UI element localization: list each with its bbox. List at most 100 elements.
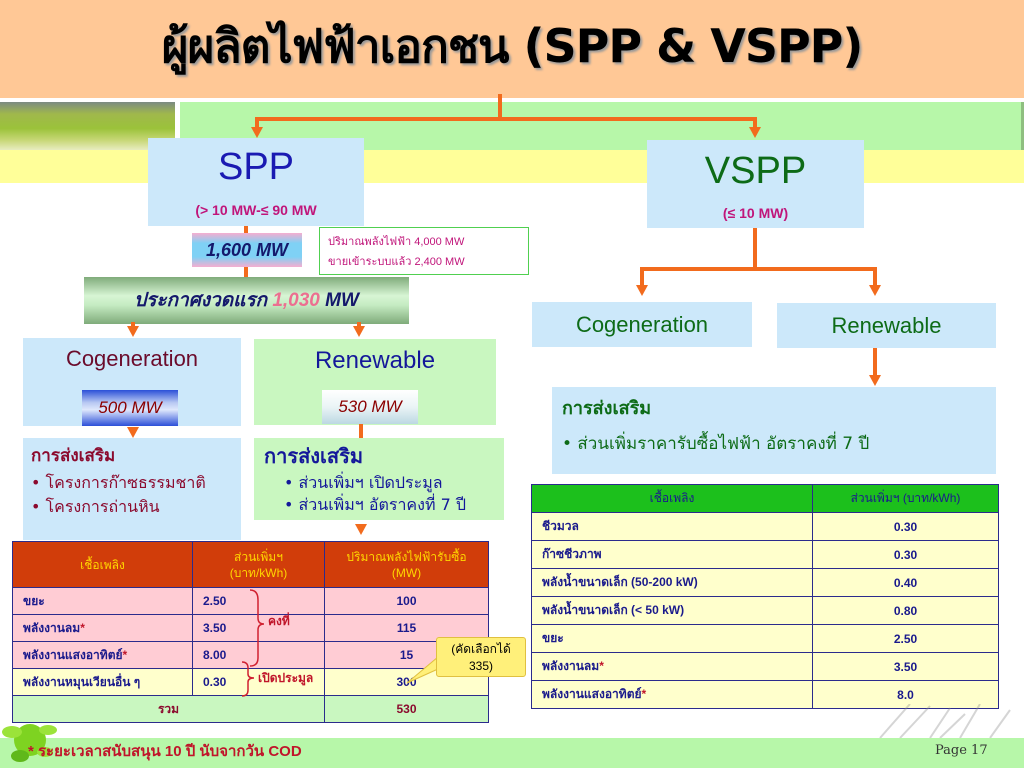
connector-line bbox=[357, 322, 361, 328]
connector-line bbox=[640, 267, 644, 287]
fuel-cell: พลังน้ำขนาดเล็ก (50-200 kW) bbox=[531, 568, 813, 597]
spp-capacity-badge: 1,600 MW bbox=[192, 233, 302, 267]
spp-info-box: ปริมาณพลังไฟฟ้า 4,000 MW ขายเข้าระบบแล้ว… bbox=[319, 227, 529, 275]
column-header: เชื้อเพลิง bbox=[531, 484, 813, 513]
brace-fixed-label: คงที่ bbox=[268, 614, 290, 628]
connector-line bbox=[873, 348, 877, 376]
spp-box: SPP (> 10 MW-≤ 90 MW bbox=[148, 138, 364, 226]
promotion-item: • ส่วนเพิ่มฯ อัตราคงที่ 7 ปี bbox=[284, 495, 466, 514]
table-row: ชีวมวล 0.30 bbox=[531, 512, 999, 541]
mw-cell: 115 bbox=[324, 614, 489, 642]
total-value: 530 bbox=[324, 695, 489, 723]
cogeneration-capacity-badge: 500 MW bbox=[82, 390, 178, 426]
promotion-heading: การส่งเสริม bbox=[264, 444, 364, 468]
adder-cell: 2.50 bbox=[812, 624, 999, 653]
spp-range: (> 10 MW-≤ 90 MW bbox=[195, 202, 317, 218]
table-total-row: รวม 530 bbox=[12, 695, 489, 723]
page-title: ผู้ผลิตไฟฟ้าเอกชน (SPP & VSPP) bbox=[161, 19, 864, 73]
adder-cell: 0.30 bbox=[812, 540, 999, 569]
brace-icon bbox=[241, 661, 255, 697]
callout-note: (คัดเลือกได้ 335) bbox=[436, 637, 526, 677]
fuel-cell: พลังงานลม* bbox=[12, 614, 193, 642]
arrow-down-icon bbox=[127, 427, 139, 438]
table-header-row: เชื้อเพลิง ส่วนเพิ่มฯ (บาท/kWh) bbox=[531, 484, 999, 513]
info-line: ปริมาณพลังไฟฟ้า 4,000 MW bbox=[328, 236, 465, 248]
table-row: ก๊าซชีวภาพ 0.30 bbox=[531, 540, 999, 569]
arrow-down-icon bbox=[251, 127, 263, 138]
arrow-down-icon bbox=[869, 285, 881, 296]
connector-line bbox=[640, 267, 877, 271]
promotion-item: • โครงการถ่านหิน bbox=[31, 497, 160, 516]
title-band bbox=[0, 0, 1024, 100]
vspp-title: VSPP bbox=[704, 150, 807, 192]
footer-band bbox=[0, 738, 1024, 768]
fuel-cell: พลังงานแสงอาทิตย์* bbox=[12, 641, 193, 669]
spp-title: SPP bbox=[217, 146, 295, 188]
arrow-down-icon bbox=[353, 326, 365, 337]
table-row: พลังน้ำขนาดเล็ก (50-200 kW) 0.40 bbox=[531, 568, 999, 597]
brace-icon bbox=[249, 589, 265, 667]
vspp-promotion-box: การส่งเสริม • ส่วนเพิ่มราคารับซื้อไฟฟ้า … bbox=[552, 387, 996, 474]
column-header: ส่วนเพิ่มฯ(บาท/kWh) bbox=[192, 541, 325, 588]
column-header: เชื้อเพลิง bbox=[12, 541, 193, 588]
connector-line bbox=[753, 228, 757, 270]
renewable-promotion-box: การส่งเสริม • ส่วนเพิ่มฯ เปิดประมูล • ส่… bbox=[254, 438, 504, 520]
vspp-box: VSPP (≤ 10 MW) bbox=[647, 140, 864, 228]
fuel-cell: พลังน้ำขนาดเล็ก (< 50 kW) bbox=[531, 596, 813, 625]
arrow-down-icon bbox=[355, 524, 367, 535]
connector-line bbox=[359, 424, 363, 440]
fuel-cell: ก๊าซชีวภาพ bbox=[531, 540, 813, 569]
fuel-cell: พลังงานหมุนเวียนอื่น ๆ bbox=[12, 668, 193, 696]
promotion-item: • ส่วนเพิ่มฯ เปิดประมูล bbox=[284, 473, 443, 492]
spp-renewable-title: Renewable bbox=[314, 347, 436, 374]
adder-cell: 3.50 bbox=[812, 652, 999, 681]
table-row: พลังงานลม* 3.50 bbox=[531, 652, 999, 681]
brace-open-label: เปิดประมูล bbox=[258, 671, 314, 685]
column-header: ปริมาณพลังไฟฟ้ารับซื้อ(MW) bbox=[324, 541, 489, 588]
connector-line bbox=[131, 322, 135, 328]
adder-cell: 0.30 bbox=[192, 668, 325, 696]
vspp-adder-table: เชื้อเพลิง ส่วนเพิ่มฯ (บาท/kWh) ชีวมวล 0… bbox=[531, 484, 999, 709]
table-header-row: เชื้อเพลิง ส่วนเพิ่มฯ(บาท/kWh) ปริมาณพลั… bbox=[12, 541, 489, 588]
table-row: พลังน้ำขนาดเล็ก (< 50 kW) 0.80 bbox=[531, 596, 999, 625]
announce-value: 1,030 bbox=[272, 290, 320, 311]
column-header: ส่วนเพิ่มฯ (บาท/kWh) bbox=[812, 484, 999, 513]
adder-cell: 8.0 bbox=[812, 680, 999, 709]
fuel-cell: พลังงานแสงอาทิตย์* bbox=[531, 680, 813, 709]
announce-prefix: ประกาศงวดแรก bbox=[134, 290, 268, 311]
mw-cell: 100 bbox=[324, 587, 489, 615]
vspp-range: (≤ 10 MW) bbox=[722, 205, 789, 221]
decorative-sketch bbox=[879, 704, 1011, 738]
adder-cell: 0.30 bbox=[812, 512, 999, 541]
fuel-cell: ชีวมวล bbox=[531, 512, 813, 541]
cogeneration-promotion-box: การส่งเสริม • โครงการก๊าซธรรมชาติ • โครง… bbox=[23, 438, 241, 540]
arrow-down-icon bbox=[636, 285, 648, 296]
promotion-item: • ส่วนเพิ่มราคารับซื้อไฟฟ้า อัตราคงที่ 7… bbox=[562, 434, 870, 454]
page-number: Page 17 bbox=[935, 743, 988, 758]
decorative-photo bbox=[0, 102, 175, 150]
connector-line bbox=[498, 94, 502, 120]
connector-line bbox=[753, 117, 757, 129]
adder-cell: 0.80 bbox=[812, 596, 999, 625]
spp-renewable-box: Renewable bbox=[254, 339, 496, 425]
footnote: * ระยะเวลาสนับสนุน 10 ปี นับจากวัน COD bbox=[28, 743, 302, 760]
vspp-cogeneration-box: Cogeneration bbox=[532, 302, 752, 347]
table-row: พลังงานแสงอาทิตย์* 8.0 bbox=[531, 680, 999, 709]
promotion-heading: การส่งเสริม bbox=[562, 398, 652, 419]
announce-unit: MW bbox=[325, 290, 359, 311]
connector-line bbox=[873, 267, 877, 287]
fuel-cell: พลังงานลม* bbox=[531, 652, 813, 681]
connector-line bbox=[255, 117, 757, 121]
vspp-renewable-box: Renewable bbox=[777, 303, 996, 348]
mw-cell: 300 bbox=[324, 668, 489, 696]
table-row: พลังงานหมุนเวียนอื่น ๆ 0.30 300 bbox=[12, 668, 489, 696]
fuel-cell: ขยะ bbox=[531, 624, 813, 653]
announce-banner: ประกาศงวดแรก 1,030 MW bbox=[84, 277, 409, 324]
table-row: ขยะ 2.50 bbox=[531, 624, 999, 653]
spp-cogeneration-title: Cogeneration bbox=[65, 346, 199, 371]
info-line: ขายเข้าระบบแล้ว 2,400 MW bbox=[328, 256, 465, 268]
arrow-down-icon bbox=[749, 127, 761, 138]
adder-cell: 0.40 bbox=[812, 568, 999, 597]
leaf-decoration-icon bbox=[2, 724, 57, 762]
renewable-capacity-badge: 530 MW bbox=[322, 390, 418, 424]
